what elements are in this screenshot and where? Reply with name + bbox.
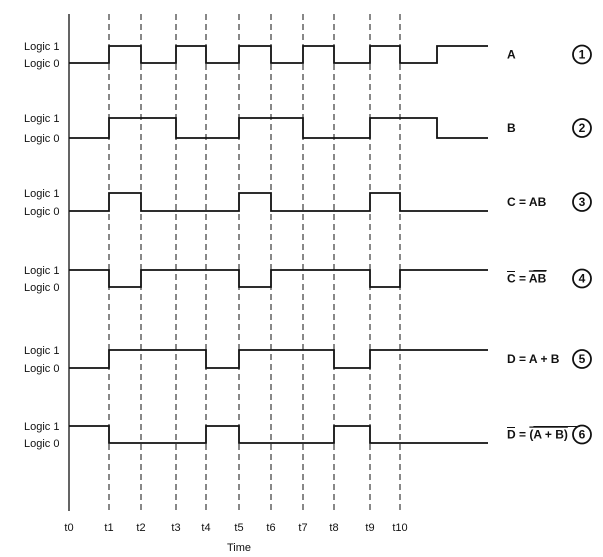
waveform-c-bar (69, 269, 488, 288)
time-tick-label: t4 (201, 522, 210, 534)
logic-1-label: Logic 1 (24, 41, 59, 53)
time-tick-label: t1 (104, 522, 113, 534)
time-tick-label: t8 (329, 522, 338, 534)
signal-row-d-bar: Logic 1 Logic 0 D = (A + B) 6 (24, 421, 592, 450)
logic-1-label: Logic 1 (24, 345, 59, 357)
waveform-d (69, 349, 488, 369)
waveform-c (69, 192, 488, 212)
time-tick-label: t2 (136, 522, 145, 534)
signal-expression: D = (A + B) (507, 428, 568, 442)
logic-0-label: Logic 0 (24, 438, 59, 450)
row-number-circle (572, 424, 592, 445)
signal-expression: A (507, 48, 516, 62)
row-number-circle (572, 44, 592, 65)
time-tick-label: t0 (64, 522, 73, 534)
time-tick-label: t9 (365, 522, 374, 534)
time-tick-label: t6 (266, 522, 275, 534)
signal-row-d: Logic 1 Logic 0 D = A + B 5 (24, 345, 592, 375)
time-tick-label: t7 (298, 522, 307, 534)
signal-row-a: Logic 1 Logic 0 A 1 (24, 41, 592, 70)
logic-1-label: Logic 1 (24, 265, 59, 277)
row-number: 6 (579, 428, 586, 442)
logic-0-label: Logic 0 (24, 282, 59, 294)
signal-expression: D = A + B (507, 352, 560, 366)
logic-1-label: Logic 1 (24, 421, 59, 433)
signal-expression: B (507, 121, 516, 135)
row-number: 3 (579, 195, 586, 209)
row-number-circle (572, 118, 592, 138)
signal-expression: C = AB (507, 272, 547, 286)
row-number: 1 (579, 48, 586, 62)
waveform-a (69, 45, 488, 64)
time-tick-label: t5 (234, 522, 243, 534)
row-number-circle (572, 349, 592, 369)
signal-row-c-bar: Logic 1 Logic 0 C = AB 4 (24, 265, 592, 294)
logic-0-label: Logic 0 (24, 58, 59, 70)
signal-expression: C = AB (507, 195, 547, 209)
logic-1-label: Logic 1 (24, 188, 59, 200)
waveform-d-bar (69, 425, 488, 444)
axes: t0 t1 t2 t3 t4 t5 t6 t7 t8 t9 t10 (64, 14, 408, 534)
signal-row-b: Logic 1 Logic 0 B 2 (24, 113, 592, 145)
row-number: 4 (579, 272, 586, 286)
logic-1-label: Logic 1 (24, 113, 59, 125)
row-number-circle (572, 268, 592, 289)
logic-0-label: Logic 0 (24, 363, 59, 375)
logic-0-label: Logic 0 (24, 133, 59, 145)
logic-0-label: Logic 0 (24, 206, 59, 218)
row-number: 5 (579, 352, 586, 366)
time-tick-label: t3 (171, 522, 180, 534)
time-tick-label: t10 (392, 522, 407, 534)
waveform-b (69, 117, 488, 139)
time-axis-label: Time (227, 542, 251, 554)
signal-row-c: Logic 1 Logic 0 C = AB 3 (24, 188, 592, 218)
row-number: 2 (579, 121, 586, 135)
row-number-circle (572, 192, 592, 212)
